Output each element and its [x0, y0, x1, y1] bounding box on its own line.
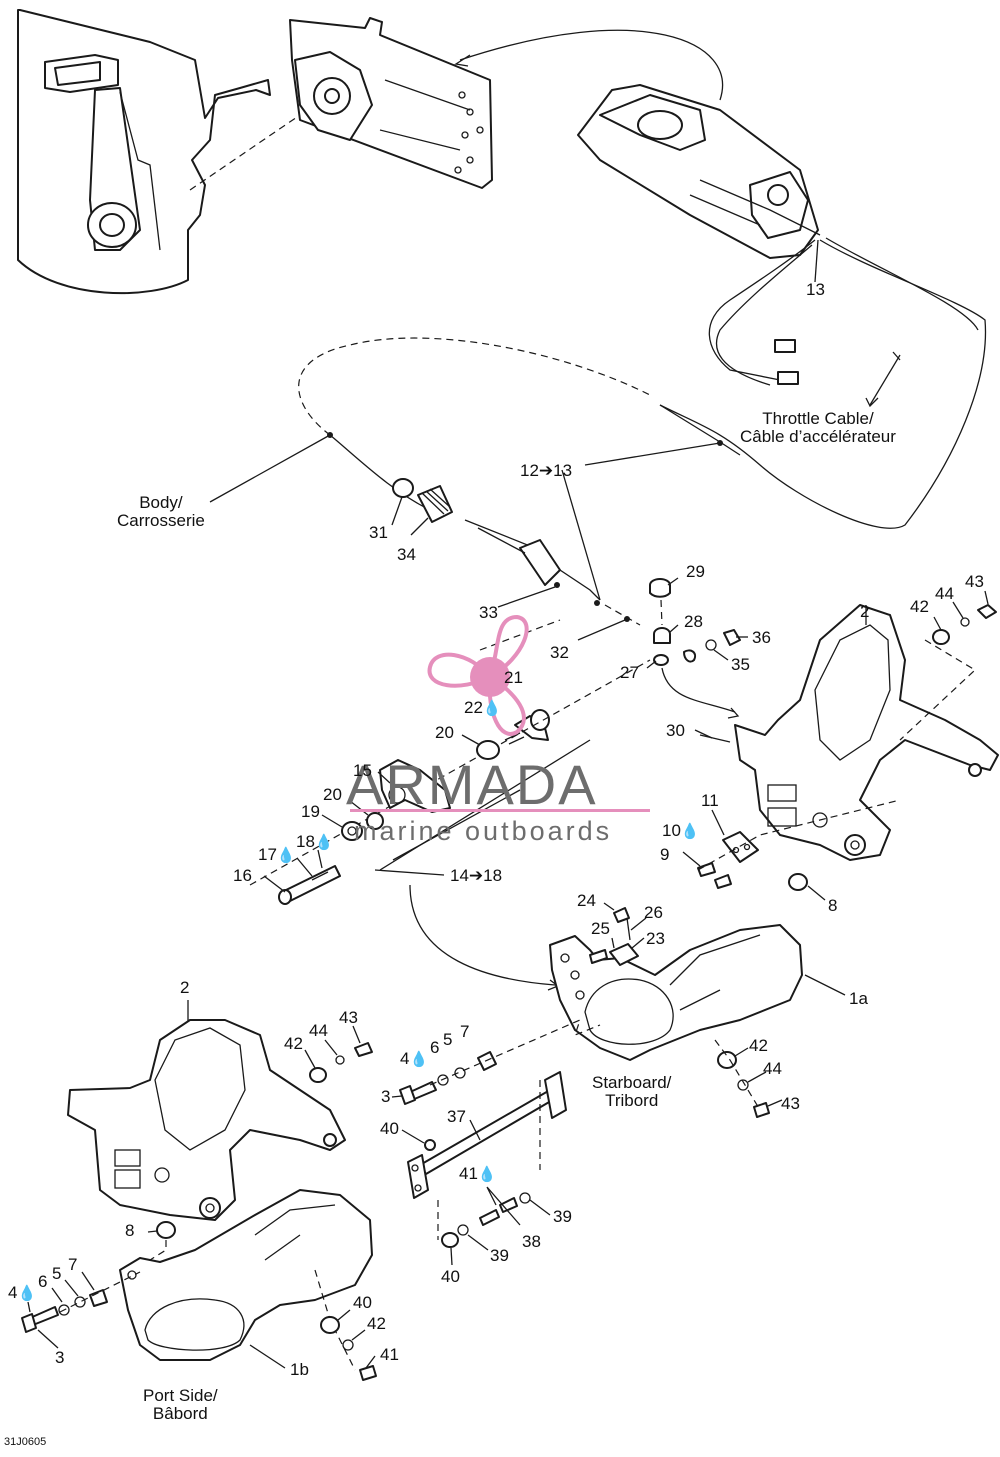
part-label-16: 16 — [233, 866, 252, 885]
part-label-19: 19 — [301, 802, 320, 821]
part-label-18: 18💧 — [296, 833, 334, 852]
part-number-4-mid: 4 — [400, 1049, 410, 1068]
part-label-38: 38 — [522, 1232, 541, 1251]
part-number-17: 17 — [258, 845, 277, 864]
part-label-25: 25 — [591, 919, 610, 938]
part-number-41: 41 — [459, 1164, 478, 1183]
part-label-20b: 20 — [323, 785, 342, 804]
part-label-2-right: 2 — [860, 602, 870, 621]
part-label-42-left: 42 — [284, 1034, 303, 1053]
part-label-7-mid: 7 — [460, 1022, 470, 1041]
part-label-27: 27 — [620, 663, 639, 682]
drop-icon: 💧 — [17, 1285, 37, 1302]
part-label-43-right: 43 — [965, 572, 984, 591]
port-side-label: Port Side/ Bâbord — [143, 1386, 218, 1423]
part-label-15: 15 — [353, 761, 372, 780]
part-label-6-mid: 6 — [430, 1038, 440, 1057]
throttle-cable-label: Throttle Cable/ Câble d’accélérateur — [740, 409, 896, 446]
part-label-39-right: 39 — [553, 1207, 572, 1226]
part-label-43-sb: 43 — [781, 1094, 800, 1113]
right-bracket-drawing — [734, 604, 999, 861]
drop-icon: 💧 — [314, 834, 334, 851]
drop-icon: 💧 — [409, 1051, 429, 1068]
part-label-23: 23 — [646, 929, 665, 948]
part-label-31: 31 — [369, 523, 388, 542]
drop-icon: 💧 — [482, 700, 502, 717]
part-label-17: 17💧 — [258, 846, 296, 865]
part-label-22: 22💧 — [464, 699, 502, 718]
part-label-1b: 1b — [290, 1360, 309, 1379]
part-label-33: 33 — [479, 603, 498, 622]
drop-icon: 💧 — [276, 847, 296, 864]
part-label-44-left: 44 — [309, 1021, 328, 1040]
part-label-6-left: 6 — [38, 1272, 48, 1291]
part-label-26: 26 — [644, 903, 663, 922]
port-housing-drawing — [119, 1189, 373, 1361]
part-label-1a: 1a — [849, 989, 868, 1008]
part-label-44-sb: 44 — [763, 1059, 782, 1078]
part-label-43-left: 43 — [339, 1008, 358, 1027]
part-label-5-left: 5 — [52, 1264, 62, 1283]
left-bracket-drawing — [67, 1019, 346, 1221]
part-label-30: 30 — [666, 721, 685, 740]
part-label-41-pb: 41 — [380, 1345, 399, 1364]
part-label-34: 34 — [397, 545, 416, 564]
part-label-12-13: 12➔13 — [520, 461, 573, 480]
part-label-40-pb: 40 — [353, 1293, 372, 1312]
drop-icon: 💧 — [477, 1166, 497, 1183]
part-label-10: 10💧 — [662, 822, 700, 841]
part-label-37: 37 — [447, 1107, 466, 1126]
plate-11-drawing — [722, 831, 759, 863]
right-bolt-set-drawing — [932, 604, 997, 645]
figure-code: 31J0605 — [4, 1436, 47, 1448]
throttle-arm-drawing — [379, 759, 451, 813]
part-label-41: 41💧 — [459, 1165, 497, 1184]
part-label-3-left: 3 — [55, 1348, 65, 1367]
part-label-11: 11 — [701, 791, 719, 810]
part-label-35: 35 — [731, 655, 750, 674]
part-label-7-left: 7 — [68, 1255, 78, 1274]
part-number-18: 18 — [296, 832, 315, 851]
part-label-8-right: 8 — [828, 896, 838, 915]
part-label-13-top: 13 — [806, 280, 825, 299]
body-panel-drawing — [17, 9, 271, 295]
part-label-5-mid: 5 — [443, 1030, 453, 1049]
part-label-4-mid: 4💧 — [400, 1050, 428, 1069]
drop-icon: 💧 — [680, 823, 700, 840]
part-label-9: 9 — [660, 845, 670, 864]
part-label-8-left: 8 — [125, 1221, 135, 1240]
armada-logo-icon — [427, 614, 529, 736]
starboard-label: Starboard/ Tribord — [592, 1073, 672, 1110]
part-label-36: 36 — [752, 628, 771, 647]
part-number-22: 22 — [464, 698, 483, 717]
part-label-39-bottom: 39 — [490, 1246, 509, 1265]
part-label-42-pb: 42 — [367, 1314, 386, 1333]
part-label-2-left: 2 — [180, 978, 190, 997]
cable-end-drawing — [392, 478, 641, 626]
part-label-3-mid: 3 — [381, 1087, 391, 1106]
part-number-4-left: 4 — [8, 1283, 18, 1302]
part-label-29: 29 — [686, 562, 705, 581]
crossbar-drawing — [407, 1071, 567, 1199]
part-label-21: 21 — [504, 668, 523, 687]
hardware-cluster-drawing — [649, 578, 741, 719]
part-label-28: 28 — [684, 612, 703, 631]
body-label: Body/ Carrosserie — [117, 493, 205, 530]
part-label-44-right: 44 — [935, 584, 954, 603]
part-label-20a: 20 — [435, 723, 454, 742]
part-label-14-18: 14➔18 — [450, 866, 503, 885]
part-label-42-sb: 42 — [749, 1036, 768, 1055]
mounting-plate-drawing — [289, 17, 493, 189]
part-label-24: 24 — [577, 891, 596, 910]
part-label-40-bottom: 40 — [441, 1267, 460, 1286]
part-label-42-right: 42 — [910, 597, 929, 616]
part-label-40-top: 40 — [380, 1119, 399, 1138]
pivot-pin-drawing — [278, 865, 341, 905]
part-number-10: 10 — [662, 821, 681, 840]
part-label-32: 32 — [550, 643, 569, 662]
control-mechanism-drawing — [577, 84, 821, 386]
part-label-4-left: 4💧 — [8, 1284, 36, 1303]
